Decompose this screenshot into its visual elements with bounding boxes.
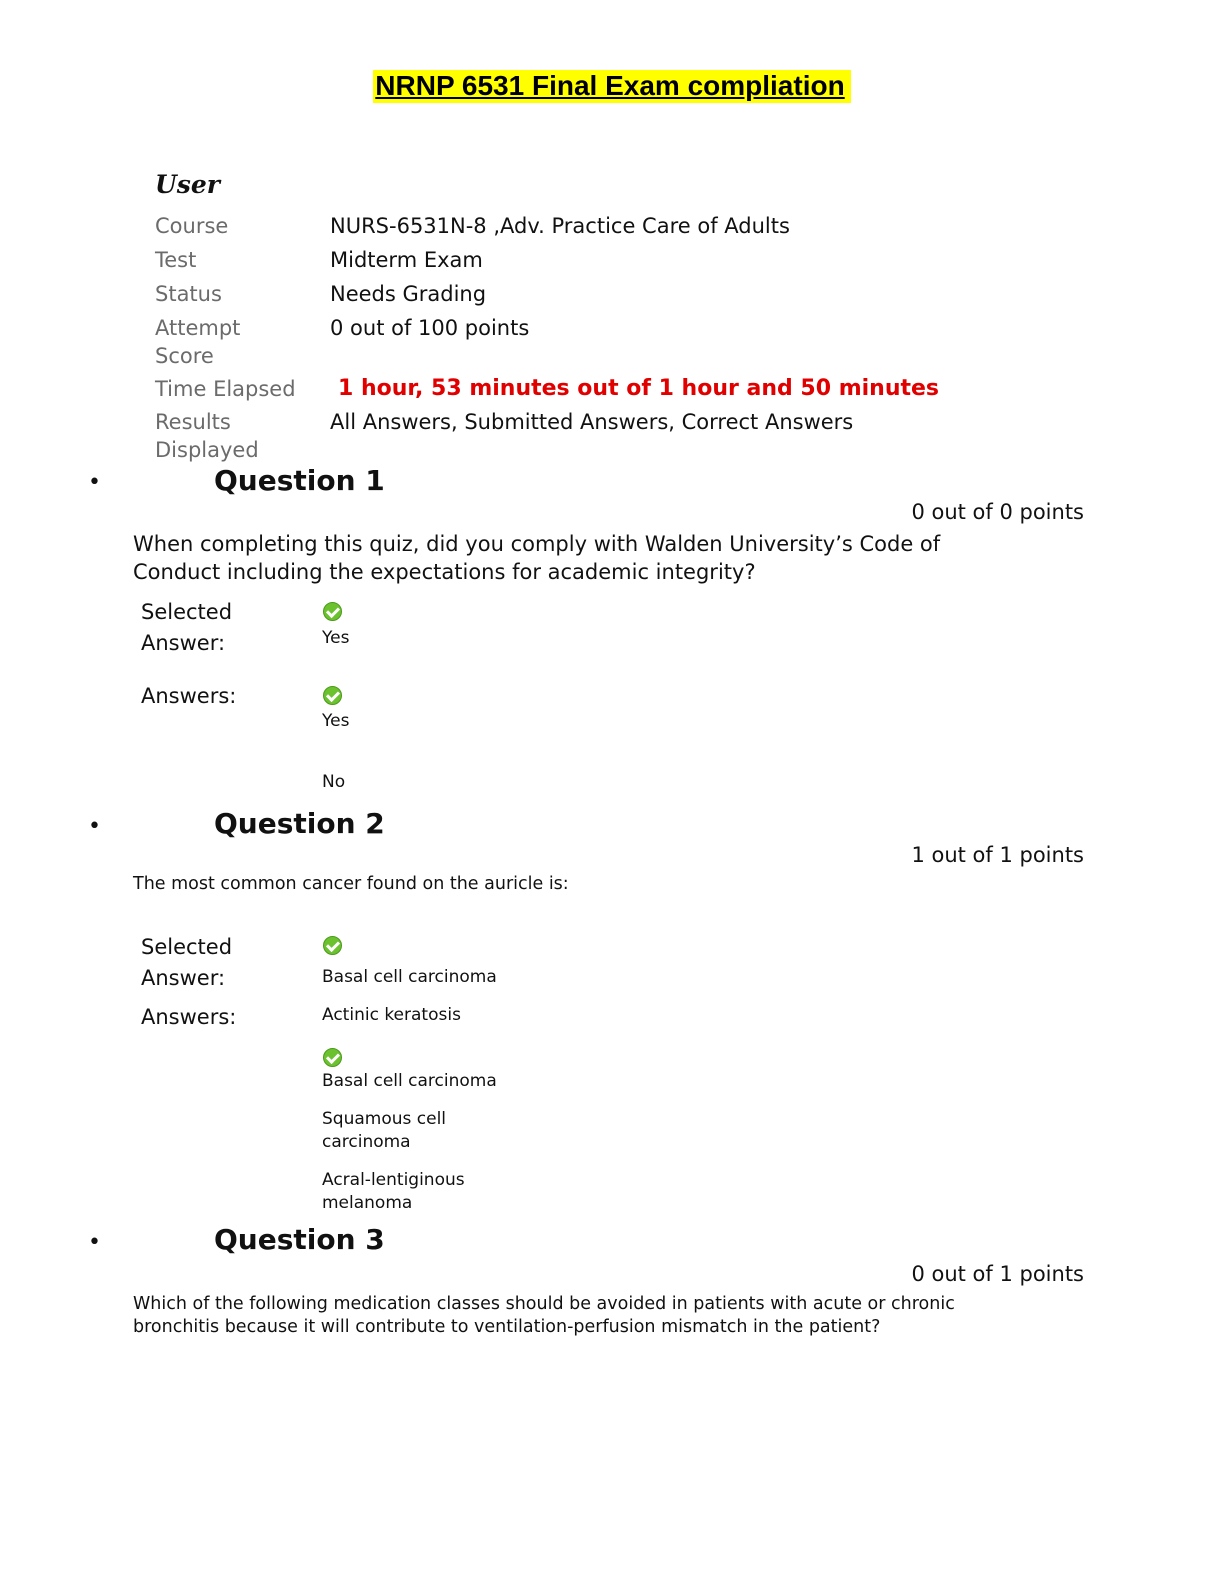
check-circle-icon (323, 602, 342, 625)
question-2-answer-option: Squamous cell carcinoma (322, 1109, 447, 1152)
check-circle-icon (323, 936, 342, 959)
question-1-selected-label: Selected Answer: (141, 600, 233, 655)
question-2-points: 1 out of 1 points (911, 843, 1084, 867)
check-circle-icon (323, 686, 342, 709)
question-2-selected-label: Selected Answer: (141, 935, 233, 990)
question-2-answer-option: Actinic keratosis (322, 1005, 461, 1025)
question-2-answer-option: Basal cell carcinoma (322, 1071, 497, 1091)
course-label: Course (155, 214, 229, 238)
question-1-answers-label: Answers: (141, 684, 237, 708)
check-circle-icon (323, 1048, 342, 1071)
bullet: • (88, 1230, 101, 1255)
time-elapsed-label: Time Elapsed (155, 377, 296, 401)
question-2-answer-option: Acral-lentiginous melanoma (322, 1170, 465, 1213)
user-heading: User (155, 170, 220, 199)
question-1-answer-option: No (322, 772, 346, 792)
test-label: Test (155, 248, 197, 272)
question-2-title: Question 2 (214, 807, 385, 840)
test-value: Midterm Exam (330, 248, 483, 272)
question-3-title: Question 3 (214, 1223, 385, 1256)
question-1-text: When completing this quiz, did you compl… (133, 532, 941, 584)
time-elapsed-value: 1 hour, 53 minutes out of 1 hour and 50 … (338, 376, 940, 401)
document-title-wrap: NRNP 6531 Final Exam compliation (0, 70, 1224, 103)
question-1-answer-option: Yes (322, 711, 350, 731)
bullet: • (88, 470, 101, 495)
course-value: NURS-6531N-8 ,Adv. Practice Care of Adul… (330, 214, 790, 238)
bullet: • (88, 814, 101, 839)
results-displayed-label: Results Displayed (155, 410, 259, 462)
question-1-selected-answer: Yes (322, 628, 350, 648)
question-2-text: The most common cancer found on the auri… (133, 874, 569, 894)
status-label: Status (155, 282, 222, 306)
question-1-points: 0 out of 0 points (911, 500, 1084, 524)
question-1-title: Question 1 (214, 464, 385, 497)
question-2-answers-label: Answers: (141, 1005, 237, 1029)
question-2-selected-answer: Basal cell carcinoma (322, 967, 497, 987)
question-3-points: 0 out of 1 points (911, 1262, 1084, 1286)
results-displayed-value: All Answers, Submitted Answers, Correct … (330, 410, 854, 434)
question-3-text: Which of the following medication classe… (133, 1294, 955, 1337)
status-value: Needs Grading (330, 282, 487, 306)
attempt-score-value: 0 out of 100 points (330, 316, 530, 340)
attempt-score-label: Attempt Score (155, 316, 241, 368)
document-title: NRNP 6531 Final Exam compliation (373, 70, 851, 103)
